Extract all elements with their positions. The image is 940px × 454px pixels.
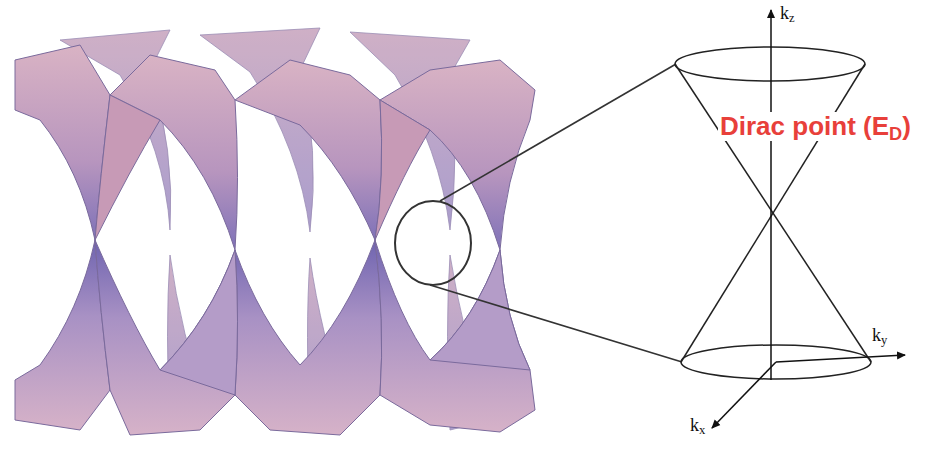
kz-axis <box>770 10 772 380</box>
dirac-cone <box>675 47 871 379</box>
ky-axis <box>776 355 905 362</box>
zoom-line <box>440 64 676 201</box>
highlight-circle <box>395 201 471 285</box>
axis-label: ky <box>872 326 887 346</box>
axis-label: kz <box>780 4 795 24</box>
kx-axis <box>712 362 776 428</box>
axis-label: kx <box>690 416 705 436</box>
dirac-point-label: Dirac point (ED) <box>718 112 913 141</box>
zoom-line <box>430 285 682 362</box>
